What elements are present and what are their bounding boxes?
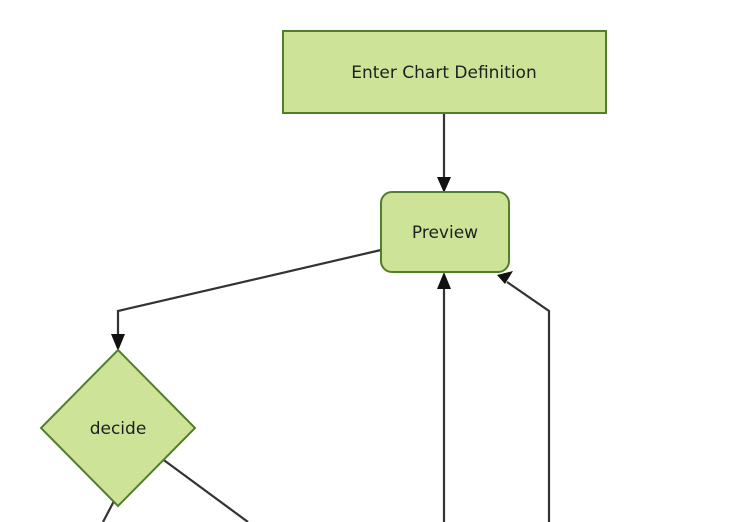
edge-bottom-right-to-preview-arrowhead: [497, 271, 513, 284]
edge-preview-to-decide-line: [116, 248, 382, 343]
edge-decide-left-out[interactable]: [102, 500, 115, 522]
edge-preview-to-decide-arrowhead: [111, 334, 125, 351]
edge-bottom-right-to-preview[interactable]: [497, 271, 551, 522]
edge-bottom-center-to-preview-arrowhead: [437, 272, 451, 289]
node-enter-chart-definition-rect: [282, 30, 607, 114]
node-decide-diamond: [39, 348, 197, 508]
node-preview-rect: [380, 191, 510, 273]
edge-preview-to-decide[interactable]: [111, 248, 382, 351]
node-layer: Enter Chart Definition Preview decide: [39, 30, 607, 508]
edge-layer: [102, 113, 551, 522]
edge-decide-left-out-line: [102, 500, 115, 522]
edge-decide-right-out[interactable]: [160, 457, 249, 522]
node-preview[interactable]: Preview: [380, 191, 510, 273]
node-decide-label: decide: [90, 419, 147, 439]
edge-enter-to-preview-arrowhead: [437, 177, 451, 193]
node-decide[interactable]: decide: [39, 348, 197, 508]
node-preview-label: Preview: [412, 223, 478, 243]
edge-enter-to-preview[interactable]: [437, 113, 451, 193]
edge-bottom-right-to-preview-line: [506, 281, 551, 522]
node-enter-chart-definition-label: Enter Chart Definition: [351, 63, 536, 83]
edge-decide-right-out-line: [160, 457, 249, 522]
node-enter-chart-definition[interactable]: Enter Chart Definition: [282, 30, 607, 114]
edge-bottom-center-to-preview[interactable]: [437, 272, 451, 522]
